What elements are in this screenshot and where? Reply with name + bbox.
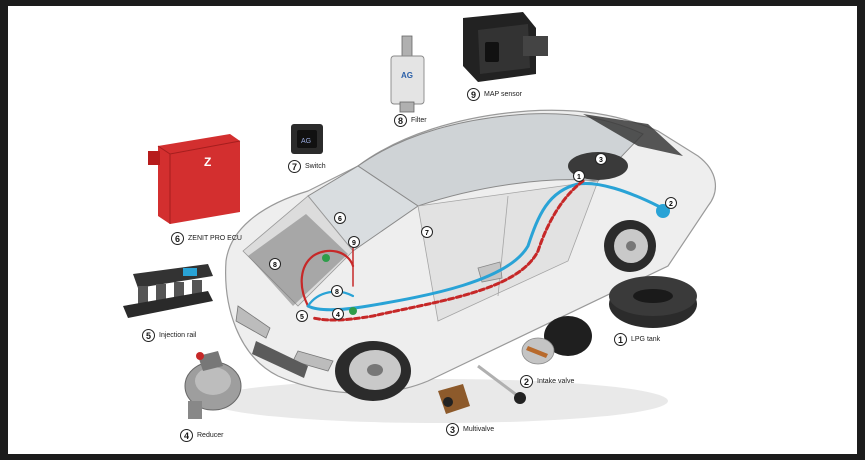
svg-text:5: 5 (300, 314, 304, 321)
injection-rail-image (123, 264, 213, 318)
callout-injection-rail: 5 Injection rail (142, 329, 196, 342)
callout-label: LPG tank (631, 336, 661, 343)
callout-number: 1 (614, 333, 627, 346)
callout-label: Multivalve (463, 426, 495, 433)
lpg-tank-image (609, 276, 697, 328)
callout-filter: 8 Filter (394, 114, 427, 127)
car-markers: 1 2 3 4 5 6 7 8 9 8 (269, 153, 677, 322)
callout-label: Reducer (197, 432, 224, 439)
callout-label: MAP sensor (484, 91, 522, 98)
callout-number: 6 (171, 232, 184, 245)
callout-number: 9 (467, 88, 480, 101)
car-marker: 9 (348, 236, 360, 248)
ecu-image: Z (148, 134, 241, 224)
callout-map-sensor: 9 MAP sensor (467, 88, 522, 101)
callout-number: 3 (446, 423, 459, 436)
intake-valve-image (521, 316, 592, 365)
callout-number: 4 (180, 429, 193, 442)
svg-text:4: 4 (336, 312, 340, 319)
car-marker: 3 (595, 153, 607, 165)
filter-image: AG (390, 35, 425, 113)
callout-switch: 7 Switch (288, 160, 326, 173)
callout-label: Intake valve (537, 378, 575, 385)
callout-lpg-tank: 1 LPG tank (614, 333, 660, 346)
car-marker: 1 (573, 170, 585, 182)
svg-text:9: 9 (352, 240, 356, 247)
svg-text:8: 8 (335, 289, 339, 296)
callout-reducer: 4 Reducer (180, 429, 223, 442)
svg-text:6: 6 (338, 216, 342, 223)
rear-wheel (604, 220, 656, 272)
callout-number: 7 (288, 160, 301, 173)
callout-number: 8 (394, 114, 407, 127)
svg-text:2: 2 (669, 201, 673, 208)
callout-number: 2 (520, 375, 533, 388)
lpg-system-diagram: AG AG Z (8, 6, 857, 454)
filler-valve (656, 204, 670, 218)
callout-label: Filter (411, 117, 427, 124)
switch-brand-mark: AG (301, 138, 311, 145)
car-marker: 8 (331, 285, 343, 297)
car-marker: 6 (334, 212, 346, 224)
car-marker: 2 (665, 197, 677, 209)
svg-text:1: 1 (577, 174, 581, 181)
gas-lines (300, 179, 660, 322)
multivalve-image (438, 364, 526, 414)
car-marker: 5 (296, 310, 308, 322)
car-marker (322, 254, 330, 262)
ecu-logo-mark: Z (204, 155, 211, 169)
callout-label: Switch (305, 163, 326, 170)
diagram-drawing: AG AG Z (123, 12, 716, 423)
car-marker: 7 (421, 226, 433, 238)
svg-text:3: 3 (599, 157, 603, 164)
callout-label: ZENIT PRO ECU (188, 235, 242, 242)
car-illustration (208, 109, 716, 423)
car-marker: 4 (332, 308, 344, 320)
callout-multivalve: 3 Multivalve (446, 423, 494, 436)
svg-text:7: 7 (425, 230, 429, 237)
reducer-image (184, 351, 242, 419)
car-marker: 8 (269, 258, 281, 270)
callout-label: Injection rail (159, 332, 197, 339)
callout-number: 5 (142, 329, 155, 342)
front-wheel (335, 341, 411, 401)
car-marker (349, 307, 357, 315)
callout-intake-valve: 2 Intake valve (520, 375, 574, 388)
svg-text:8: 8 (273, 262, 277, 269)
callout-ecu: 6 ZENIT PRO ECU (171, 232, 242, 245)
switch-image: AG (291, 124, 323, 154)
filter-brand-mark: AG (401, 71, 413, 80)
map-sensor-image (463, 12, 548, 82)
